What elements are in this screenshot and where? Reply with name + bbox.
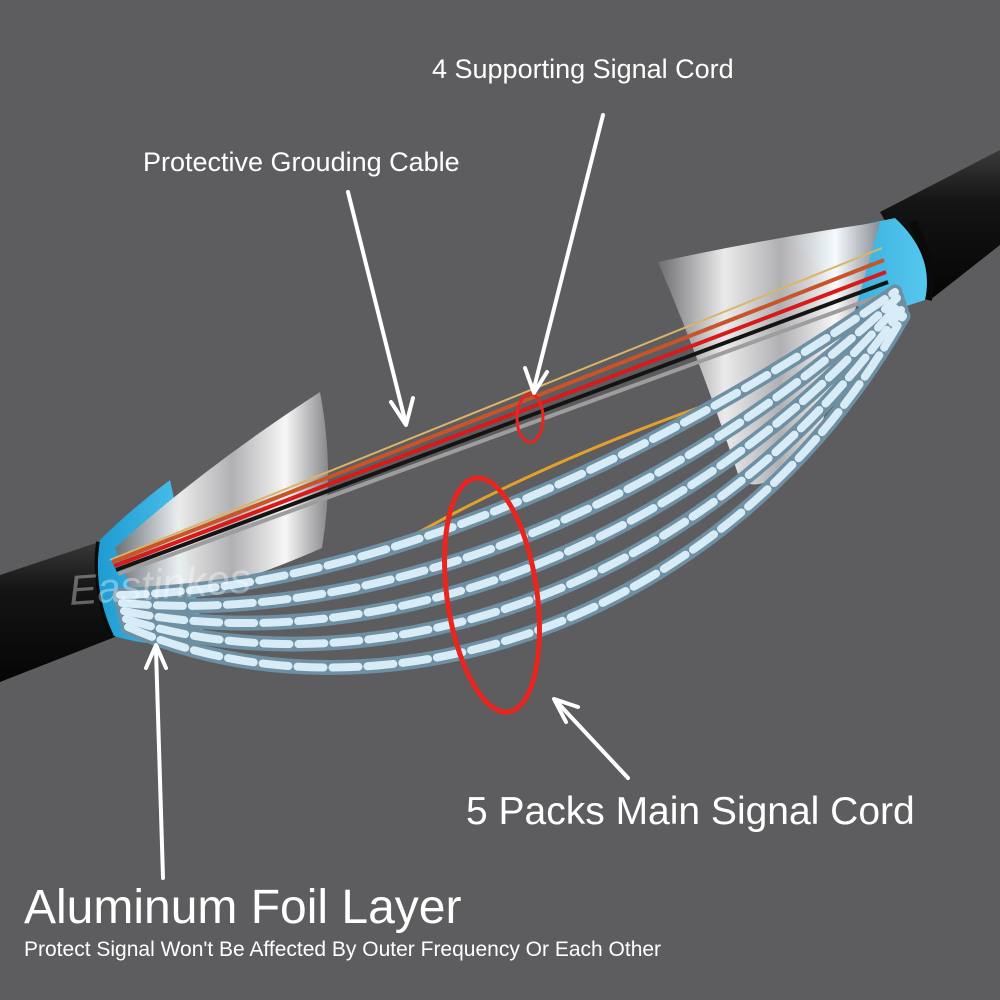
arrow-up-icon xyxy=(144,643,168,880)
aluminum-foil-layer-label: Aluminum Foil Layer xyxy=(24,881,462,934)
arrow-down-icon xyxy=(346,190,415,427)
main-signal-cords xyxy=(112,284,911,675)
arrow-up-icon xyxy=(552,697,630,780)
foil-sheet-right xyxy=(658,222,880,485)
protective-grounding-cable-label: Protective Grouding Cable xyxy=(143,147,460,177)
arrow-down-icon xyxy=(523,113,605,395)
supporting-signal-cords xyxy=(109,247,891,576)
main-signal-cord-label: 5 Packs Main Signal Cord xyxy=(466,790,915,833)
supporting-cord-ring xyxy=(515,392,545,444)
main-cord-ring xyxy=(442,475,542,715)
foil-subtitle: Protect Signal Won't Be Affected By Oute… xyxy=(24,938,662,961)
supporting-signal-cord-label: 4 Supporting Signal Cord xyxy=(432,54,734,84)
